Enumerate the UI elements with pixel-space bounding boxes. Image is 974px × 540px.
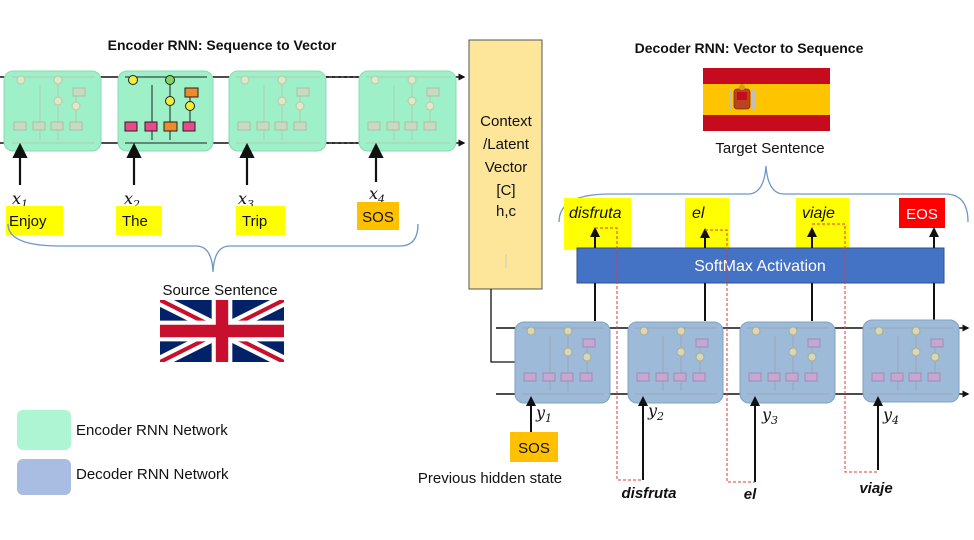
context-line: [C] [496, 182, 515, 199]
encoder-input-arrows [12, 142, 384, 185]
output-eos-label: EOS [906, 206, 938, 223]
encoder-cell-highlighted [117, 70, 214, 152]
target-brace [558, 165, 969, 223]
context-to-decoder-arrow [490, 289, 525, 366]
source-brace [7, 223, 419, 273]
fed-back-word: el [744, 486, 757, 503]
decoder-sos-label: SOS [518, 440, 550, 457]
source-word-box [6, 206, 63, 235]
output-word: disfruta [569, 205, 622, 222]
decoder-sos-box [510, 432, 558, 462]
context-line: Context [480, 113, 533, 130]
context-line: h,c [496, 203, 517, 220]
output-word: viaje [802, 205, 835, 222]
source-sentence-label: Source Sentence [162, 282, 277, 299]
encoder-cell [3, 70, 102, 152]
target-sentence-label: Target Sentence [715, 140, 824, 157]
decoder-to-softmax-lines [594, 283, 935, 321]
input-symbol-x2: x2 [124, 189, 140, 211]
output-symbol-y3: y3 [761, 405, 778, 427]
output-word-box [685, 198, 729, 250]
legend-encoder-label: Encoder RNN Network [76, 422, 228, 439]
decoder-title: Decoder RNN: Vector to Sequence [635, 40, 864, 56]
output-word-box [564, 198, 631, 250]
source-sos-box [357, 202, 399, 230]
source-word: Enjoy [9, 213, 47, 230]
output-eos-box [899, 198, 945, 228]
output-word: el [692, 205, 705, 222]
spain-flag [703, 68, 830, 131]
source-word: The [122, 213, 148, 230]
decoder-cell [627, 321, 724, 404]
context-line: Vector [485, 159, 528, 176]
encoder-title: Encoder RNN: Sequence to Vector [108, 37, 337, 53]
softmax-label: SoftMax Activation [694, 258, 826, 275]
fed-back-word: disfruta [621, 485, 676, 502]
source-word-box [236, 206, 285, 235]
legend-decoder-swatch [17, 459, 71, 495]
output-symbol-y4: y4 [882, 405, 899, 427]
source-sos-label: SOS [362, 209, 394, 226]
encoder-chain-dashes [326, 76, 358, 144]
fed-back-word: viaje [859, 480, 892, 497]
source-word: Trip [242, 213, 267, 230]
encoder-cell [228, 70, 327, 152]
input-symbol-x1: x1 [12, 189, 28, 211]
feedback-dashed-paths [595, 223, 878, 483]
decoder-cell [739, 321, 836, 404]
previous-hidden-state-label: Previous hidden state [418, 470, 562, 487]
legend-decoder-label: Decoder RNN Network [76, 466, 229, 483]
input-symbol-x3: x3 [238, 189, 254, 211]
context-line: /Latent [483, 136, 530, 153]
decoder-input-arrows [526, 396, 883, 482]
uk-flag [160, 300, 284, 362]
encoder-cell [358, 70, 457, 152]
decoder-cell [514, 321, 611, 404]
softmax-output-arrows [590, 227, 939, 248]
source-word-box [116, 206, 162, 235]
context-vector-box [468, 39, 543, 290]
decoder-cell [862, 319, 960, 403]
output-symbol-y1: y1 [535, 403, 552, 425]
legend-encoder-swatch [17, 410, 71, 450]
output-symbol-y2: y2 [647, 401, 664, 423]
input-symbol-x4: x4 [369, 184, 385, 206]
softmax-bar [576, 247, 945, 284]
